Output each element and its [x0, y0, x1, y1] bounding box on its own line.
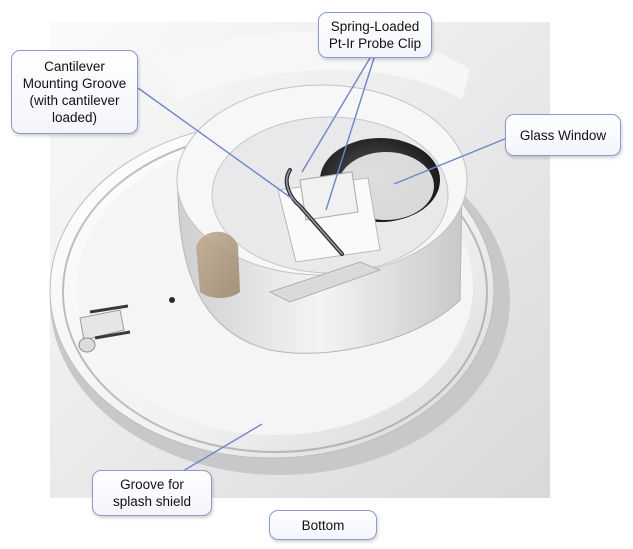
small-hole: [169, 297, 175, 303]
leader-cantilever-groove: [137, 87, 295, 201]
leader-splash-groove: [177, 423, 263, 475]
callout-glass-window: Glass Window: [505, 114, 621, 156]
cantilever-pad: [196, 231, 240, 298]
callout-cantilever-groove: Cantilever Mounting Groove (with cantile…: [11, 50, 138, 134]
cantilever-chip: [299, 171, 359, 221]
side-pin: [78, 304, 131, 353]
leader-probe-clip-2: [325, 57, 375, 211]
step-notch: [268, 261, 382, 303]
callout-probe-clip: Spring-Loaded Pt-Ir Probe Clip: [318, 12, 432, 58]
callout-bottom: Bottom: [269, 510, 377, 540]
leader-glass-window: [393, 135, 513, 185]
leader-probe-clip: [301, 57, 371, 173]
leader-lines: [137, 57, 513, 475]
probe-clip: [284, 168, 344, 256]
callout-splash-groove: Groove for splash shield: [92, 470, 212, 516]
